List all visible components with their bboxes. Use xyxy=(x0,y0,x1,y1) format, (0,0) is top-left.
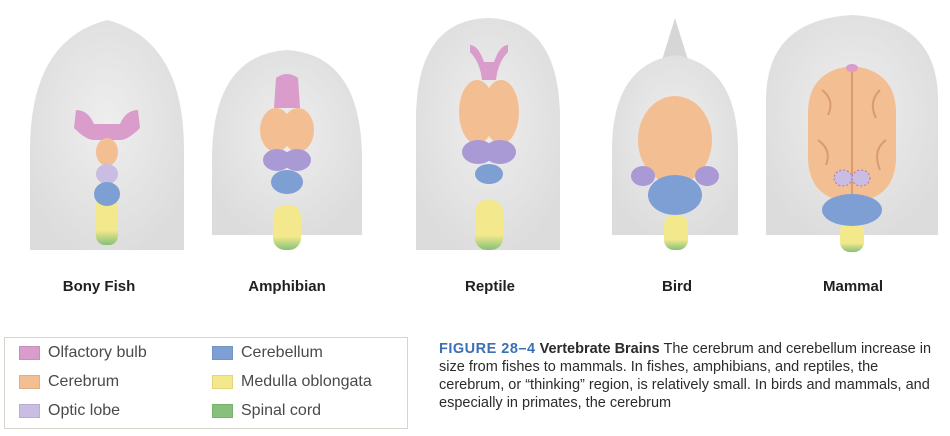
legend-swatch xyxy=(19,375,40,389)
legend-item-cerebrum: Cerebrum xyxy=(19,373,119,391)
legend: Olfactory bulb Cerebellum Cerebrum Medul… xyxy=(4,337,408,429)
legend-item-spinal-cord: Spinal cord xyxy=(212,402,321,420)
legend-label: Cerebellum xyxy=(241,344,323,362)
legend-swatch xyxy=(19,404,40,418)
legend-label: Cerebrum xyxy=(48,373,119,391)
figure-caption: FIGURE 28–4 Vertebrate Brains The cerebr… xyxy=(439,340,939,412)
animal-label-reptile: Reptile xyxy=(465,278,515,295)
legend-label: Medulla oblongata xyxy=(241,373,372,391)
legend-swatch xyxy=(19,346,40,360)
animal-label-mammal: Mammal xyxy=(823,278,883,295)
figure-number: FIGURE 28–4 xyxy=(439,341,536,357)
legend-swatch xyxy=(212,346,233,360)
legend-label: Optic lobe xyxy=(48,402,120,420)
legend-swatch xyxy=(212,404,233,418)
legend-label: Olfactory bulb xyxy=(48,344,147,362)
legend-swatch xyxy=(212,375,233,389)
animal-label-bird: Bird xyxy=(662,278,692,295)
legend-label: Spinal cord xyxy=(241,402,321,420)
animal-label-bony-fish: Bony Fish xyxy=(63,278,136,295)
figure-title: Vertebrate Brains xyxy=(540,341,660,357)
legend-item-cerebellum: Cerebellum xyxy=(212,344,323,362)
legend-item-medulla-oblongata: Medulla oblongata xyxy=(212,373,372,391)
legend-item-olfactory-bulb: Olfactory bulb xyxy=(19,344,147,362)
legend-item-optic-lobe: Optic lobe xyxy=(19,402,120,420)
animal-label-amphibian: Amphibian xyxy=(248,278,326,295)
